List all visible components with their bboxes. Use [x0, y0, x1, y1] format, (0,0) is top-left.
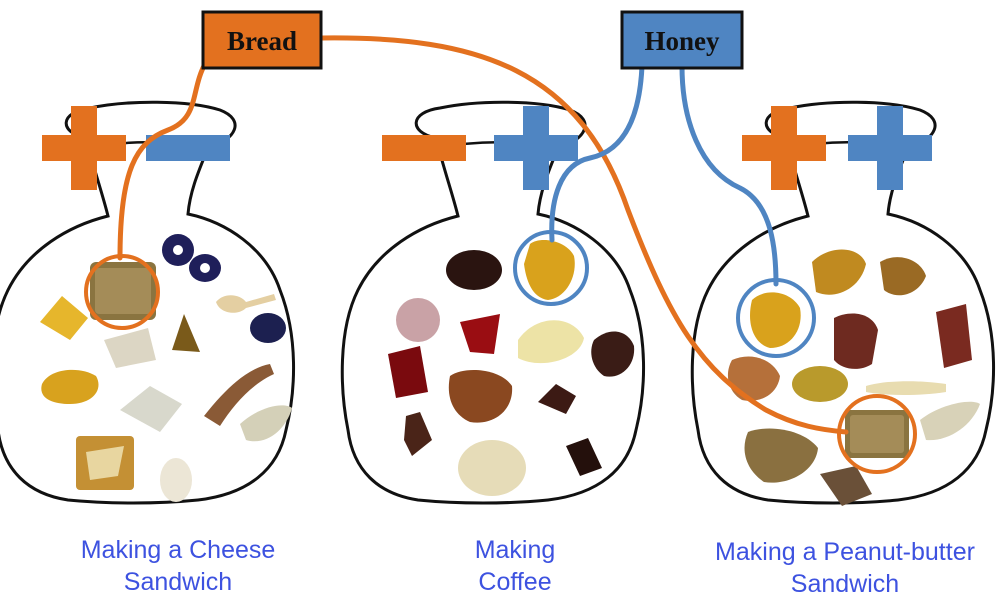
jar-image [834, 314, 878, 369]
plate-image [458, 440, 526, 496]
bread-tag: Bread [203, 12, 321, 68]
caption-line-2: Coffee [420, 566, 610, 598]
minus-icon [382, 135, 466, 161]
minus-icon [146, 135, 230, 161]
honey-tag-label: Honey [644, 26, 720, 56]
caption-peanut-butter-sandwich: Making a Peanut-butter Sandwich [690, 536, 1000, 600]
lemon-image [792, 366, 848, 402]
caption-line-1: Making a Peanut-butter [690, 536, 1000, 568]
honey-tag: Honey [622, 12, 742, 68]
cup-pink-image [396, 298, 440, 342]
bread-tag-label: Bread [227, 26, 297, 56]
dark-cap-image [250, 313, 286, 343]
coffee-cup-dark-image [446, 250, 502, 290]
bag-peanut-butter-sandwich [692, 102, 993, 503]
caption-line-2: Sandwich [28, 566, 328, 598]
caption-coffee: Making Coffee [420, 534, 610, 598]
caption-line-1: Making a Cheese [28, 534, 328, 566]
caption-line-1: Making [420, 534, 610, 566]
egg-image [160, 458, 192, 502]
caption-line-2: Sandwich [690, 568, 1000, 600]
caption-cheese-sandwich: Making a Cheese Sandwich [28, 534, 328, 598]
